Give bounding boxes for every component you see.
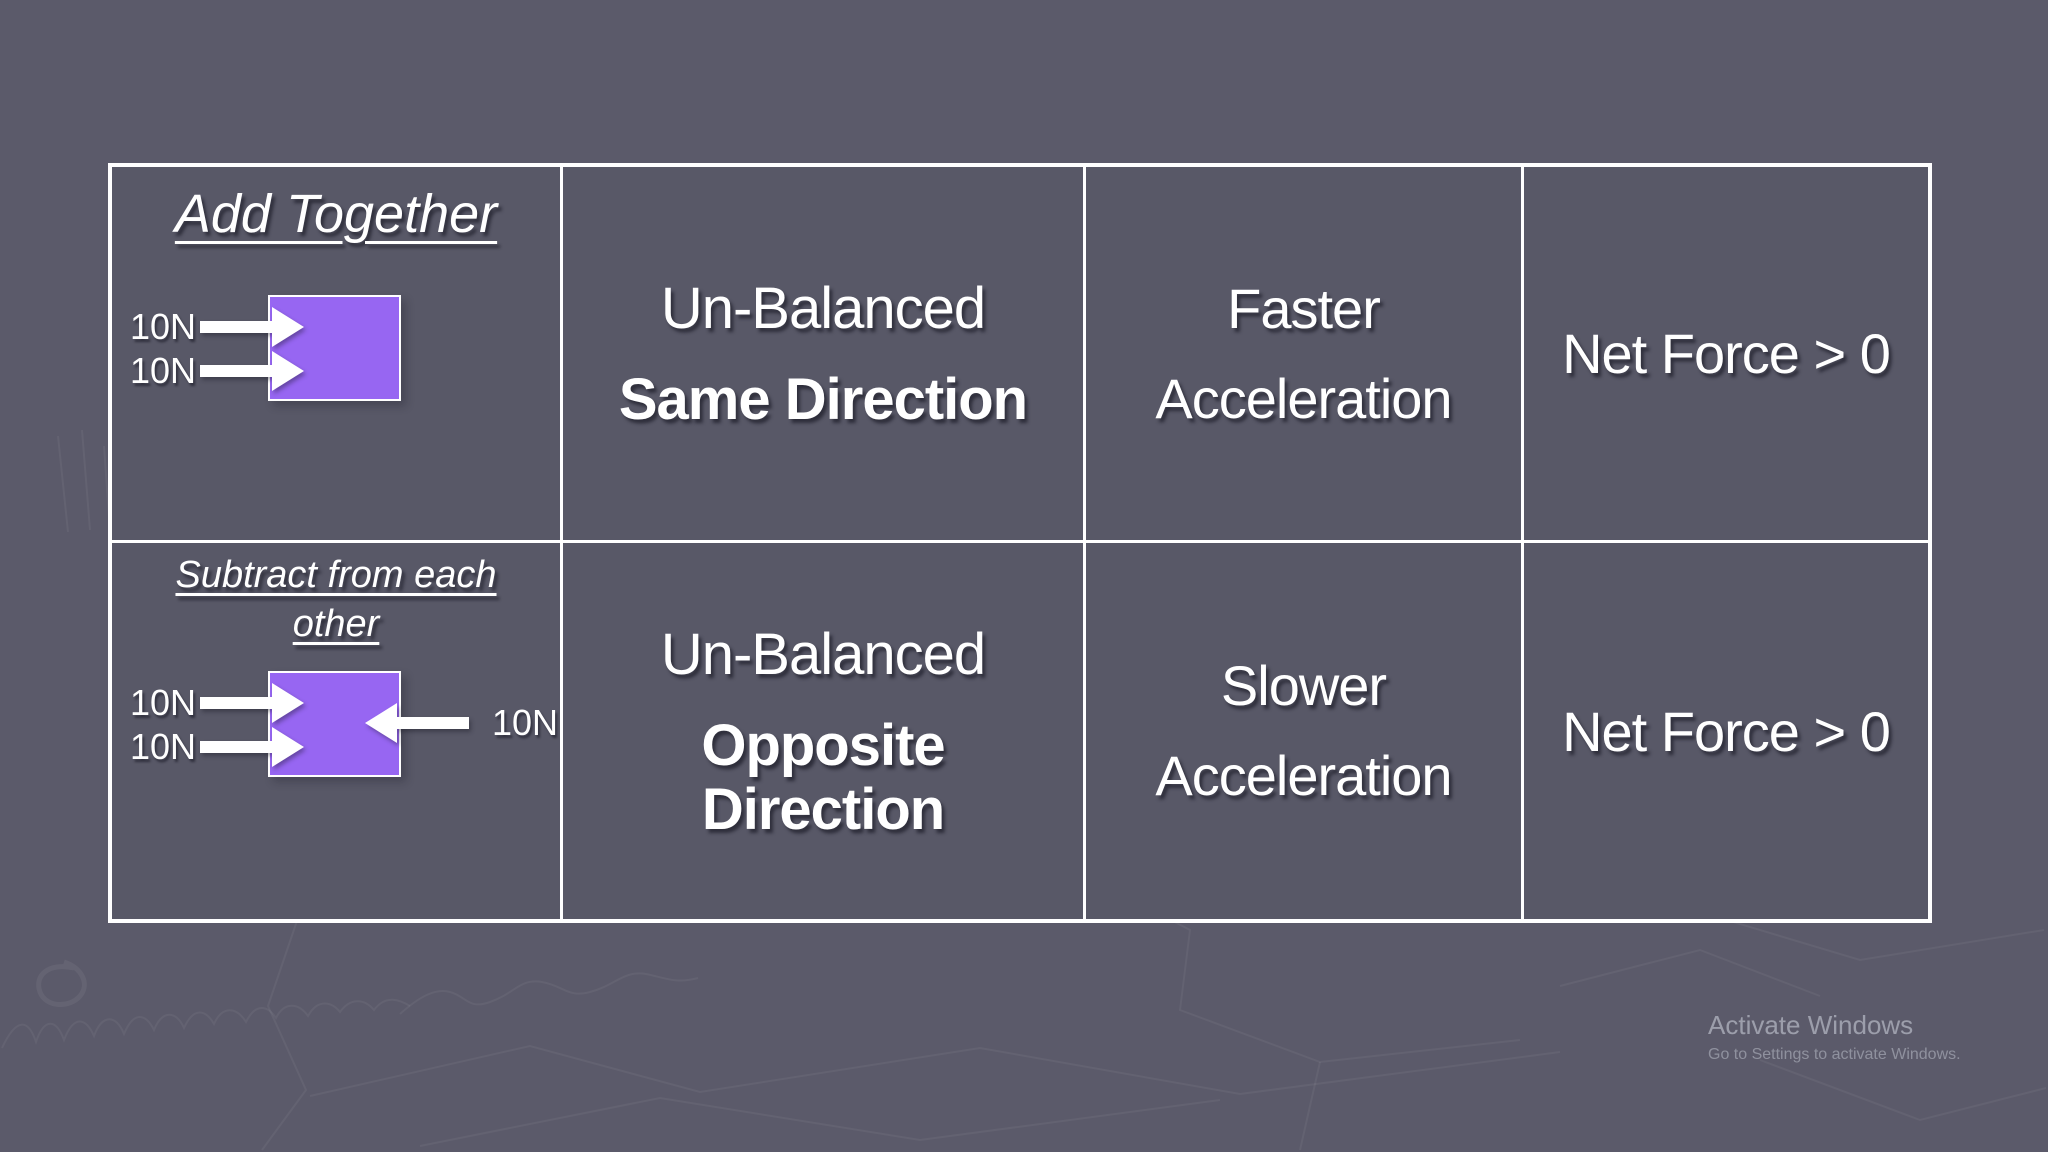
arrow-shaft: [200, 697, 274, 709]
direction-line: Same Direction: [618, 367, 1028, 433]
cell-method-subtract: Subtract from each other 10N 10N 10N: [112, 543, 563, 919]
arrow-shaft: [200, 365, 274, 377]
watermark-title: Activate Windows: [1708, 1010, 1914, 1040]
direction-text: Opposite Direction: [701, 712, 945, 842]
arrow-head: [272, 683, 304, 723]
method-heading-line: Add Together: [174, 184, 498, 244]
method-heading-add-together: Add Together: [112, 183, 560, 245]
cell-balance-opposite-direction: Un-Balanced Opposite Direction: [563, 543, 1086, 919]
cell-net-force-row2: Net Force > 0: [1524, 543, 1928, 919]
method-heading-line: other: [292, 602, 380, 645]
acceleration-line: Acceleration: [1155, 744, 1452, 807]
cell-method-add-together: Add Together 10N 10N: [112, 167, 563, 543]
direction-line: Direction: [701, 776, 945, 842]
acceleration-line: Acceleration: [1155, 366, 1452, 430]
force-arrow-right-icon: [200, 307, 304, 347]
force-arrow-right-icon: [200, 683, 304, 723]
force-arrow-left-icon: [365, 703, 469, 743]
arrow-shaft: [395, 717, 469, 729]
balance-state-text: Un-Balanced: [660, 276, 986, 342]
force-label-10n: 10N: [129, 306, 196, 347]
cell-acceleration-faster: Faster Acceleration: [1086, 167, 1524, 543]
force-label-10n: 10N: [129, 726, 196, 767]
activate-windows-watermark: Activate Windows Go to Settings to activ…: [1708, 1010, 1961, 1064]
balance-state-text: Un-Balanced: [660, 621, 986, 687]
cell-net-force-row1: Net Force > 0: [1524, 167, 1928, 543]
force-arrow-right-icon: [200, 351, 304, 391]
arrow-head: [365, 703, 397, 743]
net-force-text: Net Force > 0: [1562, 699, 1891, 763]
forces-table: Add Together 10N 10N Un-Balanced Same Di…: [108, 163, 1932, 923]
arrow-shaft: [200, 741, 274, 753]
cell-balance-same-direction: Un-Balanced Same Direction: [563, 167, 1086, 543]
arrow-shaft: [200, 321, 274, 333]
direction-text: Same Direction: [618, 367, 1028, 433]
watermark-subtitle: Go to Settings to activate Windows.: [1708, 1046, 1961, 1063]
acceleration-line: Slower: [1220, 654, 1387, 718]
net-force-text: Net Force > 0: [1562, 322, 1891, 385]
acceleration-line: Faster: [1227, 276, 1381, 340]
direction-line: Opposite: [701, 712, 945, 778]
force-label-10n: 10N: [129, 350, 196, 391]
force-label-10n: 10N: [492, 702, 559, 743]
method-heading-subtract: Subtract from each other: [112, 551, 560, 648]
cell-acceleration-slower: Slower Acceleration: [1086, 543, 1524, 919]
arrow-head: [272, 727, 304, 767]
arrow-head: [272, 307, 304, 347]
method-heading-line: Subtract from each: [175, 554, 497, 596]
force-arrow-right-icon: [200, 727, 304, 767]
arrow-head: [272, 351, 304, 391]
force-label-10n: 10N: [129, 682, 196, 723]
